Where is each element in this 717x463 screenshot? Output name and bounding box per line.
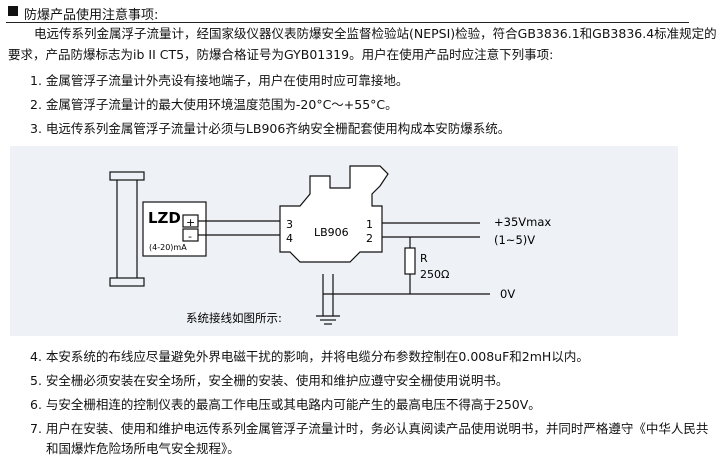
wiring-diagram-svg: LZD + - (4-20)mA 3 4 LB906 1 2 +35Vmax (… <box>109 165 551 325</box>
resistor-r <box>404 247 416 275</box>
intro-line-1: 电远传系列金属浮子流量计，经国家级仪器仪表防爆安全监督检验站(NEPSI)检验，… <box>34 26 717 41</box>
supply-voltage-label: +35Vmax <box>494 215 551 229</box>
current-range-label: (4-20)mA <box>149 243 187 252</box>
terminal-4-label: 4 <box>286 232 293 245</box>
resistor-value-label: 250Ω <box>420 268 449 281</box>
section-title: 防爆产品使用注意事项: <box>24 8 159 23</box>
list-item: 6. 与安全栅相连的控制仪表的最高工作电压或其电路内可能产生的最高电压不得高于2… <box>30 397 541 412</box>
flowmeter-bottom-flange <box>109 277 145 287</box>
list-item: 7. 用户在安装、使用和维护电远传系列金属管浮子流量计时，务必认真阅读产品使用说… <box>30 421 709 436</box>
terminal-3-label: 3 <box>286 218 293 231</box>
barrier-model-label: LB906 <box>314 226 349 239</box>
signal-voltage-label: (1~5)V <box>494 233 535 247</box>
terminal-2-label: 2 <box>366 232 373 245</box>
list-item: 3. 电远传系列金属管浮子流量计必须与LB906齐纳安全栅配套使用构成本安防爆系… <box>30 121 511 136</box>
lzd-label: LZD <box>148 209 181 227</box>
list-item: 1. 金属管浮子流量计外壳设有接地端子，用户在使用时应可靠接地。 <box>30 73 409 88</box>
section-marker-icon <box>8 6 18 16</box>
wiring-diagram: LZD + - (4-20)mA 3 4 LB906 1 2 +35Vmax (… <box>10 146 678 336</box>
plus-terminal-label: + <box>186 216 195 229</box>
resistor-label: R <box>420 252 428 265</box>
list-item: 5. 安全栅必须安装在安全场所，安全栅的安装、使用和维护应遵守安全栅使用说明书。 <box>30 373 509 388</box>
lb906-barrier-body <box>279 165 389 263</box>
zero-volt-label: 0V <box>500 287 515 301</box>
list-item-continuation: 和国爆炸危险场所电气安全规程》。 <box>46 441 240 456</box>
intro-line-2: 要求，产品防爆标志为ib II CT5，防爆合格证号为GYB01319。用户在使… <box>8 47 554 62</box>
minus-terminal-label: - <box>188 230 192 243</box>
terminal-1-label: 1 <box>366 218 373 231</box>
list-item: 2. 金属管浮子流量计的最大使用环境温度范围为-20°C～+55°C。 <box>30 97 398 112</box>
list-item: 4. 本安系统的布线应尽量避免外界电磁干扰的影响，并将电缆分布参数控制在0.00… <box>30 349 589 364</box>
section-header: 防爆产品使用注意事项: <box>6 3 689 23</box>
diagram-caption: 系统接线如图所示: <box>186 311 282 325</box>
flowmeter-top-flange <box>109 171 145 181</box>
